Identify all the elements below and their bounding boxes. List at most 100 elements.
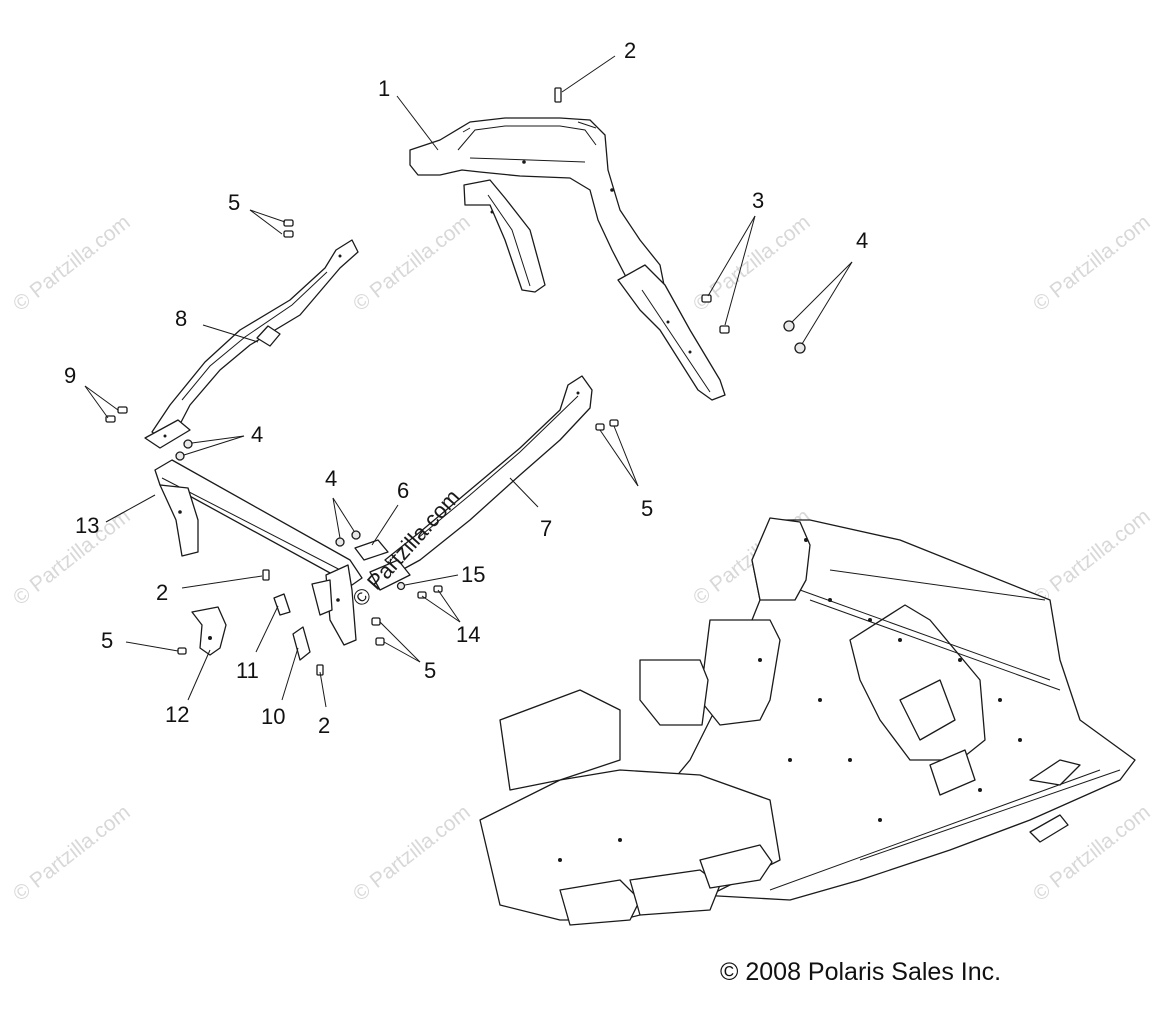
hole (336, 598, 340, 602)
watermark: © Partzilla.com (349, 211, 475, 316)
leader-14 (421, 595, 461, 623)
part-8-support-tube (144, 239, 359, 449)
hole (666, 320, 670, 324)
leader-5 (599, 429, 639, 487)
copyright-notice: © 2008 Polaris Sales Inc. (720, 958, 1002, 986)
hole (163, 434, 167, 438)
leader-8 (202, 324, 259, 343)
nut-4 (335, 537, 345, 547)
callout-4: 4 (325, 466, 337, 491)
washer-15 (396, 581, 406, 591)
hole (848, 758, 852, 762)
leader-11 (255, 605, 279, 653)
leader-15 (404, 574, 459, 586)
callout-10: 10 (261, 704, 285, 729)
callout-4: 4 (856, 228, 868, 253)
hole (818, 698, 822, 702)
callout-12: 12 (165, 702, 189, 727)
nut-4 (183, 439, 193, 449)
leader-4 (183, 435, 245, 456)
rivet-2 (316, 664, 324, 676)
leader-9 (84, 385, 109, 419)
hole (178, 510, 182, 514)
leader-14 (437, 589, 461, 623)
bolt-5 (283, 219, 294, 227)
watermark: © Partzilla.com (9, 211, 135, 316)
hole (576, 391, 580, 395)
leader-6 (371, 504, 399, 546)
bolt-5 (595, 423, 605, 431)
nut-4 (351, 530, 361, 540)
bolt-9 (117, 406, 128, 414)
bolt-5 (371, 617, 381, 626)
callout-1: 1 (378, 76, 390, 101)
rivet-2 (262, 569, 270, 581)
part-10-plate (292, 626, 311, 661)
callout-7: 7 (540, 516, 552, 541)
leader-4 (332, 497, 355, 532)
hole (878, 818, 882, 822)
callout-5: 5 (424, 658, 436, 683)
leader-1 (396, 95, 439, 151)
hole (338, 254, 342, 258)
leader-10 (281, 647, 299, 701)
watermark: © Partzilla.com (1029, 505, 1153, 610)
bolt-5 (283, 230, 294, 238)
nut-4 (783, 320, 795, 332)
callout-11: 11 (236, 658, 259, 683)
callout-5: 5 (228, 190, 240, 215)
callout-6: 6 (397, 478, 409, 503)
leader-2 (181, 575, 263, 589)
hole (688, 350, 692, 354)
part-13-cross-bar (154, 459, 363, 646)
hole (898, 638, 902, 642)
callout-5: 5 (101, 628, 113, 653)
bolt-3 (701, 294, 712, 303)
leader-4 (191, 435, 245, 444)
bolt-14 (433, 585, 443, 593)
watermark: © Partzilla.com (349, 801, 475, 906)
leader-13 (105, 494, 156, 523)
leader-9 (84, 385, 119, 411)
callout-2: 2 (156, 580, 168, 605)
hole (618, 838, 622, 842)
hole (758, 658, 762, 662)
nut-4 (794, 342, 806, 354)
callout-14: 14 (456, 622, 480, 647)
leader-5 (125, 641, 179, 652)
chassis-frame (479, 517, 1136, 926)
callout-8: 8 (175, 306, 187, 331)
hole (522, 160, 526, 164)
hole (958, 658, 962, 662)
leader-5 (249, 209, 286, 223)
hole (490, 210, 494, 214)
callout-2: 2 (624, 38, 636, 63)
leader-lines (84, 55, 853, 708)
hole (1018, 738, 1022, 742)
part-11-clip (273, 593, 291, 616)
hole (978, 788, 982, 792)
hole (804, 538, 808, 542)
leader-5 (249, 209, 283, 235)
leader-5 (613, 425, 639, 487)
callout-3: 3 (752, 188, 764, 213)
bolt-3 (719, 325, 730, 334)
rivet-2 (554, 87, 562, 103)
hole (610, 188, 614, 192)
callout-15: 15 (461, 562, 485, 587)
leader-5 (383, 641, 421, 663)
hole (998, 698, 1002, 702)
hole (828, 598, 832, 602)
leader-5 (379, 621, 421, 663)
nut-4 (175, 451, 185, 461)
leader-4 (791, 261, 853, 323)
hole (208, 636, 212, 640)
leader-3 (707, 215, 756, 297)
watermark: © Partzilla.com (1029, 211, 1153, 316)
leader-2 (319, 671, 327, 708)
leader-3 (724, 215, 756, 326)
callout-4: 4 (251, 422, 263, 447)
hole (558, 858, 562, 862)
callout-13: 13 (75, 513, 99, 538)
